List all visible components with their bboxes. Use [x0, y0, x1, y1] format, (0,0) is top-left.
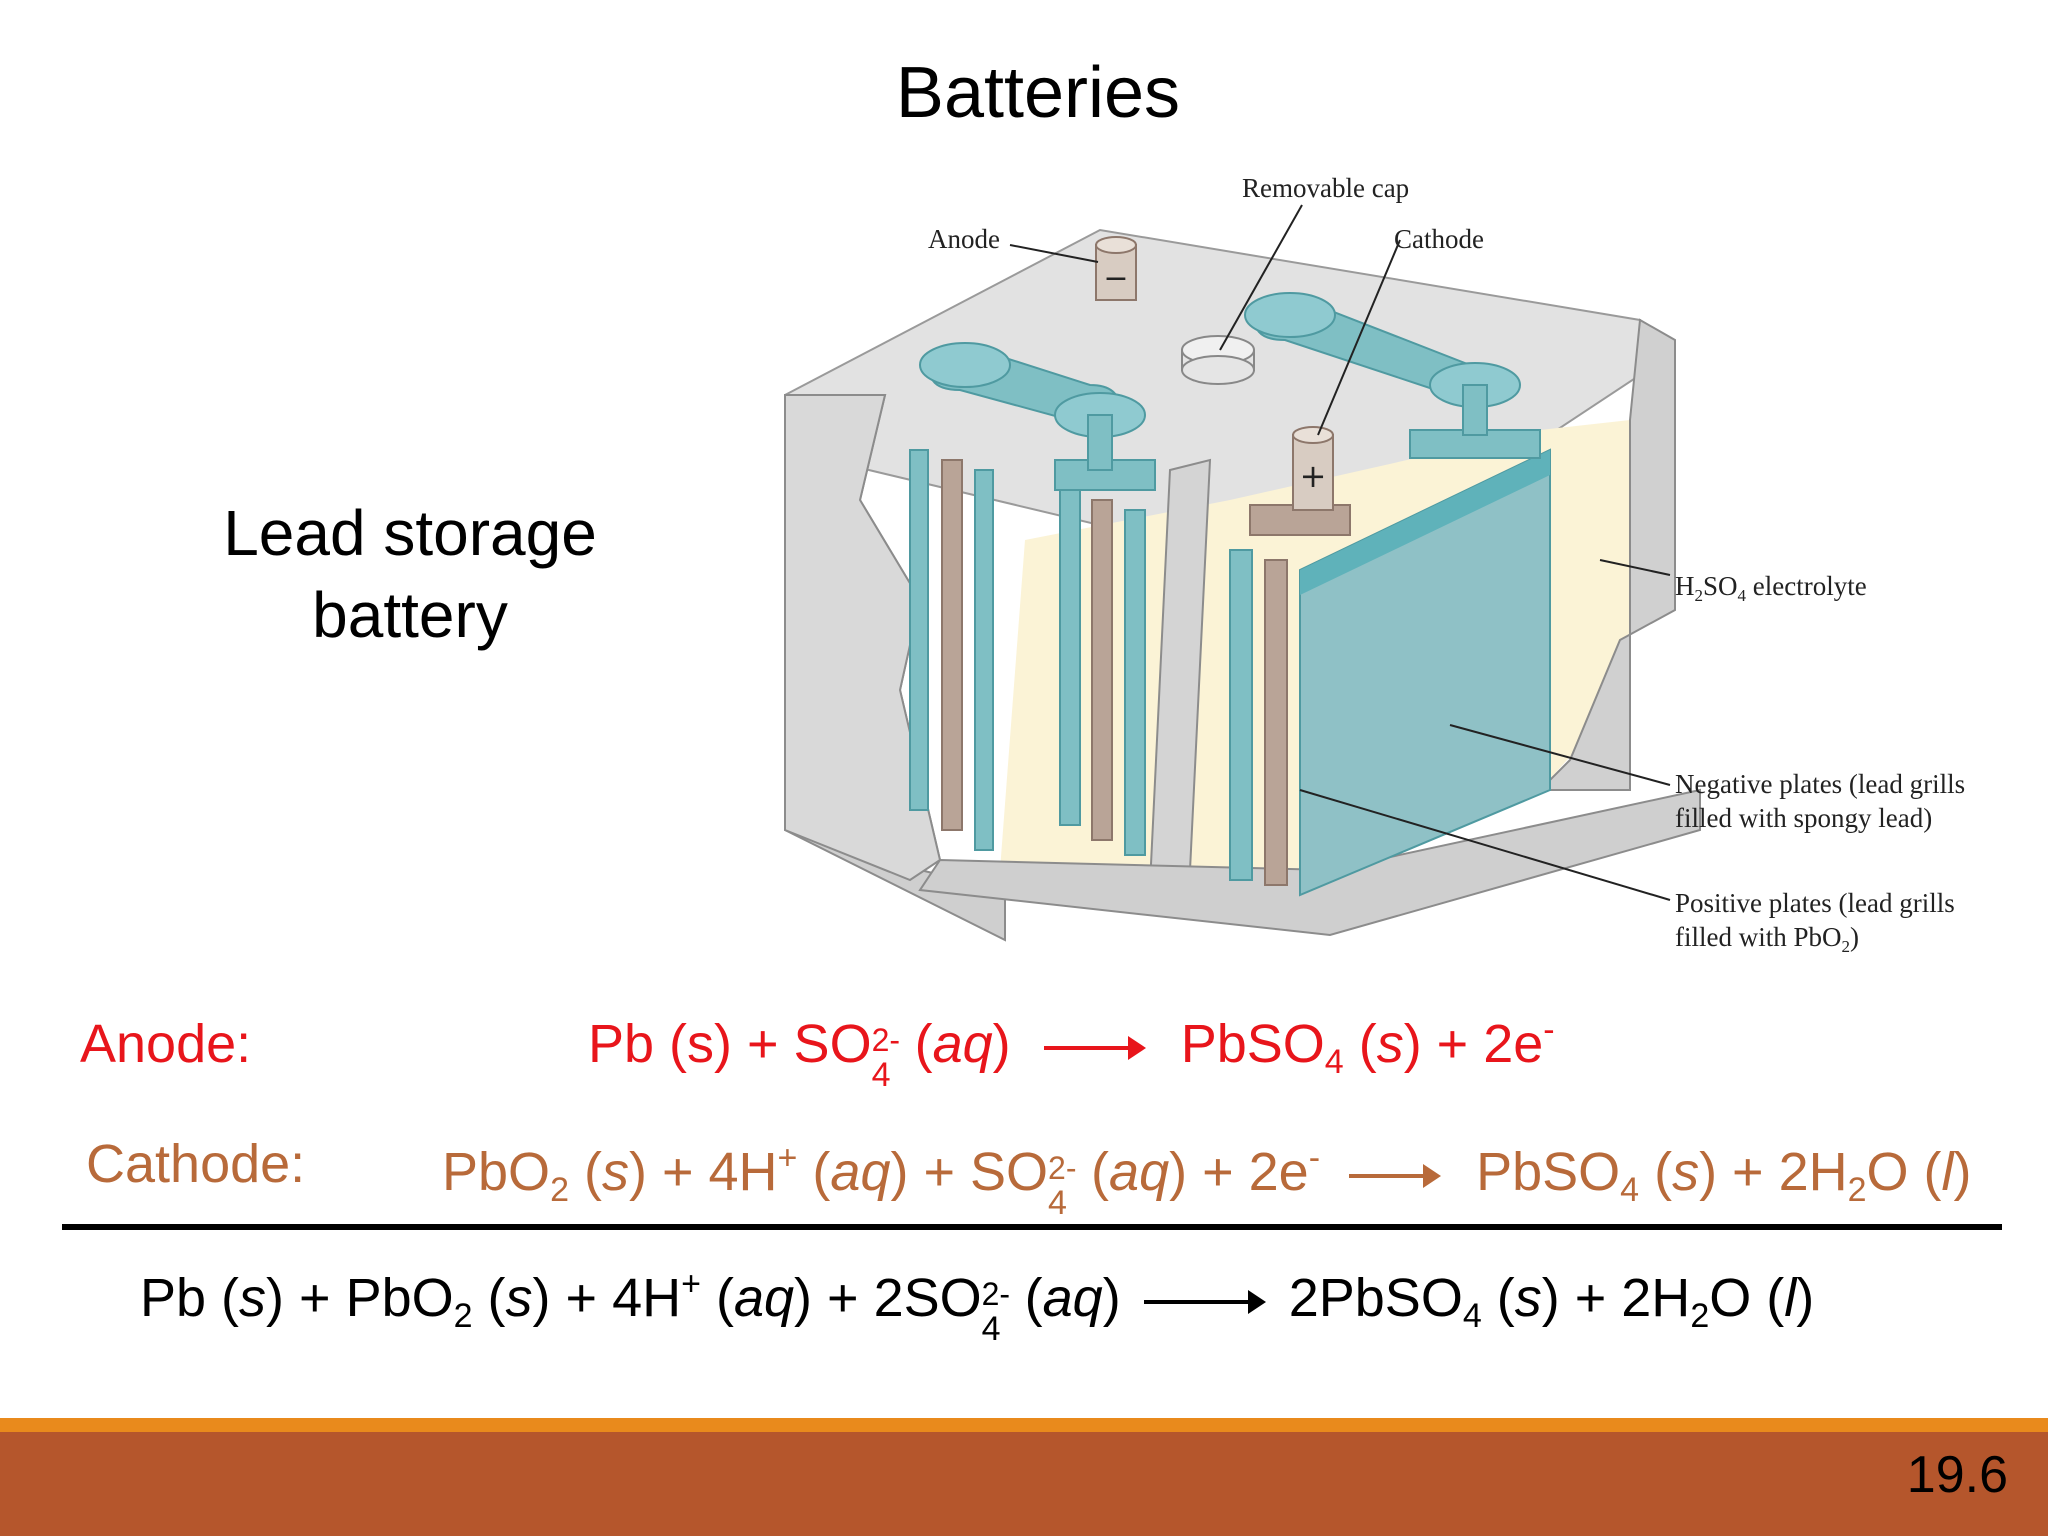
anode-arrow: [1043, 1035, 1146, 1060]
label-removable-cap: Removable cap: [1242, 173, 1409, 203]
connector-straps: [919, 292, 1521, 471]
label-negative-plates-2: filled with spongy lead): [1675, 803, 1932, 833]
label-positive-plates-1: Positive plates (lead grills: [1675, 888, 1955, 918]
sulfate-ion-notation: 2-4: [981, 1276, 1011, 1348]
label-negative-plates-1: Negative plates (lead grills: [1675, 769, 1965, 799]
slide-subtitle: Lead storage battery: [160, 492, 660, 656]
label-cathode: Cathode: [1394, 224, 1484, 254]
cathode-label: Cathode:: [86, 1134, 306, 1194]
left-cell-plates: [909, 449, 1156, 856]
leader-lines: [1009, 204, 1671, 901]
lead-battery-diagram: − + Anode Removable cap Cathode H2SO4 el…: [784, 173, 1965, 956]
removable-cap: [1181, 335, 1255, 385]
footer-bar: [0, 1432, 2048, 1536]
page-number: 19.6: [1906, 1446, 2008, 1504]
case-right-wall: [1537, 318, 1676, 791]
subtitle-line-2: battery: [312, 579, 508, 651]
cathode-arrow: [1349, 1163, 1442, 1188]
label-anode: Anode: [928, 224, 1000, 254]
case-left-wall-face: [784, 394, 942, 882]
subtitle-line-1: Lead storage: [223, 497, 597, 569]
negative-terminal: −: [1095, 236, 1137, 301]
label-electrolyte: H2SO4 electrolyte: [1675, 571, 1867, 605]
positive-terminal: +: [1292, 426, 1334, 511]
sulfate-ion-notation: 2-4: [871, 1022, 901, 1094]
anode-label: Anode:: [80, 1014, 252, 1074]
equation-sum-rule: [62, 1224, 2002, 1230]
footer-accent-stripe: [0, 1418, 2048, 1432]
sulfate-ion-notation: 2-4: [1048, 1150, 1077, 1222]
slide-title: Batteries: [895, 53, 1181, 133]
label-positive-plates-2: filled with PbO2): [1675, 922, 1859, 956]
negative-sign: −: [1103, 261, 1128, 296]
overall-arrow: [1143, 1289, 1266, 1314]
positive-sign: +: [1300, 457, 1327, 495]
right-cell-plates: [1229, 429, 1551, 897]
